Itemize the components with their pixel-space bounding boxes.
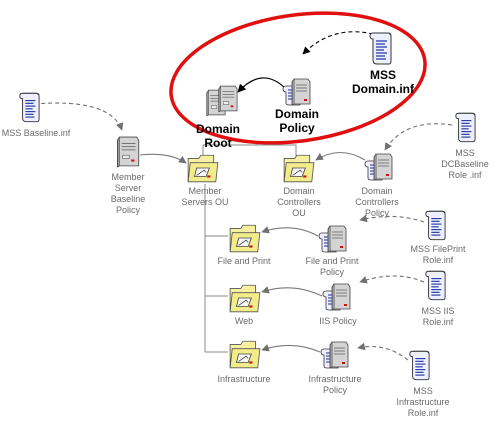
file-and-print-label: File and Print (217, 256, 271, 266)
mss-iis-role-scroll-icon (425, 270, 446, 301)
member-server-baseline-policy-label: Member Server Baseline Policy (110, 172, 146, 215)
policy-links (139, 151, 366, 353)
web-label: Web (234, 316, 254, 326)
mss-infrastructure-role-scroll-icon (409, 350, 430, 381)
mss-dcbaseline-role-scroll-icon (455, 112, 476, 143)
domain-controllers-policy-icon (364, 153, 393, 181)
infrastructure-policy-icon (320, 341, 349, 369)
member-servers-ou-label: Member Servers OU (181, 186, 229, 207)
member-servers-ou-folder-icon (187, 154, 219, 183)
domain-root-server-icon-2 (218, 85, 238, 113)
mss-infrastructure-role-inf-label: MSS Infrastructure Role.inf (396, 386, 450, 418)
mss-fileprint-role-inf-label: MSS FilePrint Role.inf (410, 244, 466, 265)
ou-tree-lines (202, 144, 297, 353)
iis-policy-label: IIS Policy (319, 316, 357, 326)
mss-baseline-inf-scroll-icon (19, 92, 40, 123)
web-folder-icon (229, 284, 261, 313)
file-and-print-folder-icon (229, 224, 261, 253)
infrastructure-label: Infrastructure (217, 374, 271, 384)
member-server-baseline-policy-icon (116, 136, 140, 168)
file-and-print-policy-icon (318, 225, 347, 253)
mss-baseline-inf-label: MSS Baseline.inf (1, 128, 71, 138)
domain-controllers-ou-label: Domain Controllers OU (277, 186, 321, 218)
mss-domain-inf-label: MSS Domain.inf (352, 68, 414, 96)
domain-controllers-ou-folder-icon (283, 154, 315, 183)
infrastructure-folder-icon (229, 340, 261, 369)
domain-controllers-policy-label: Domain Controllers Policy (355, 186, 399, 218)
infrastructure-policy-label: Infrastructure Policy (308, 374, 362, 395)
file-and-print-policy-label: File and Print Policy (305, 256, 359, 277)
mss-dcbaseline-role-inf-label: MSS DCBaseline Role .inf (441, 148, 489, 180)
mss-iis-role-inf-label: MSS IIS Role.inf (421, 306, 455, 327)
mss-fileprint-role-scroll-icon (425, 210, 446, 241)
iis-policy-icon (322, 283, 351, 311)
highlight-ellipse (169, 11, 427, 145)
domain-policy-label: Domain Policy (274, 107, 320, 135)
domain-policy-icon (282, 78, 311, 106)
mss-domain-inf-scroll-icon (369, 32, 392, 65)
domain-policy-link (237, 77, 286, 93)
domain-root-label: Domain Root (195, 122, 241, 150)
